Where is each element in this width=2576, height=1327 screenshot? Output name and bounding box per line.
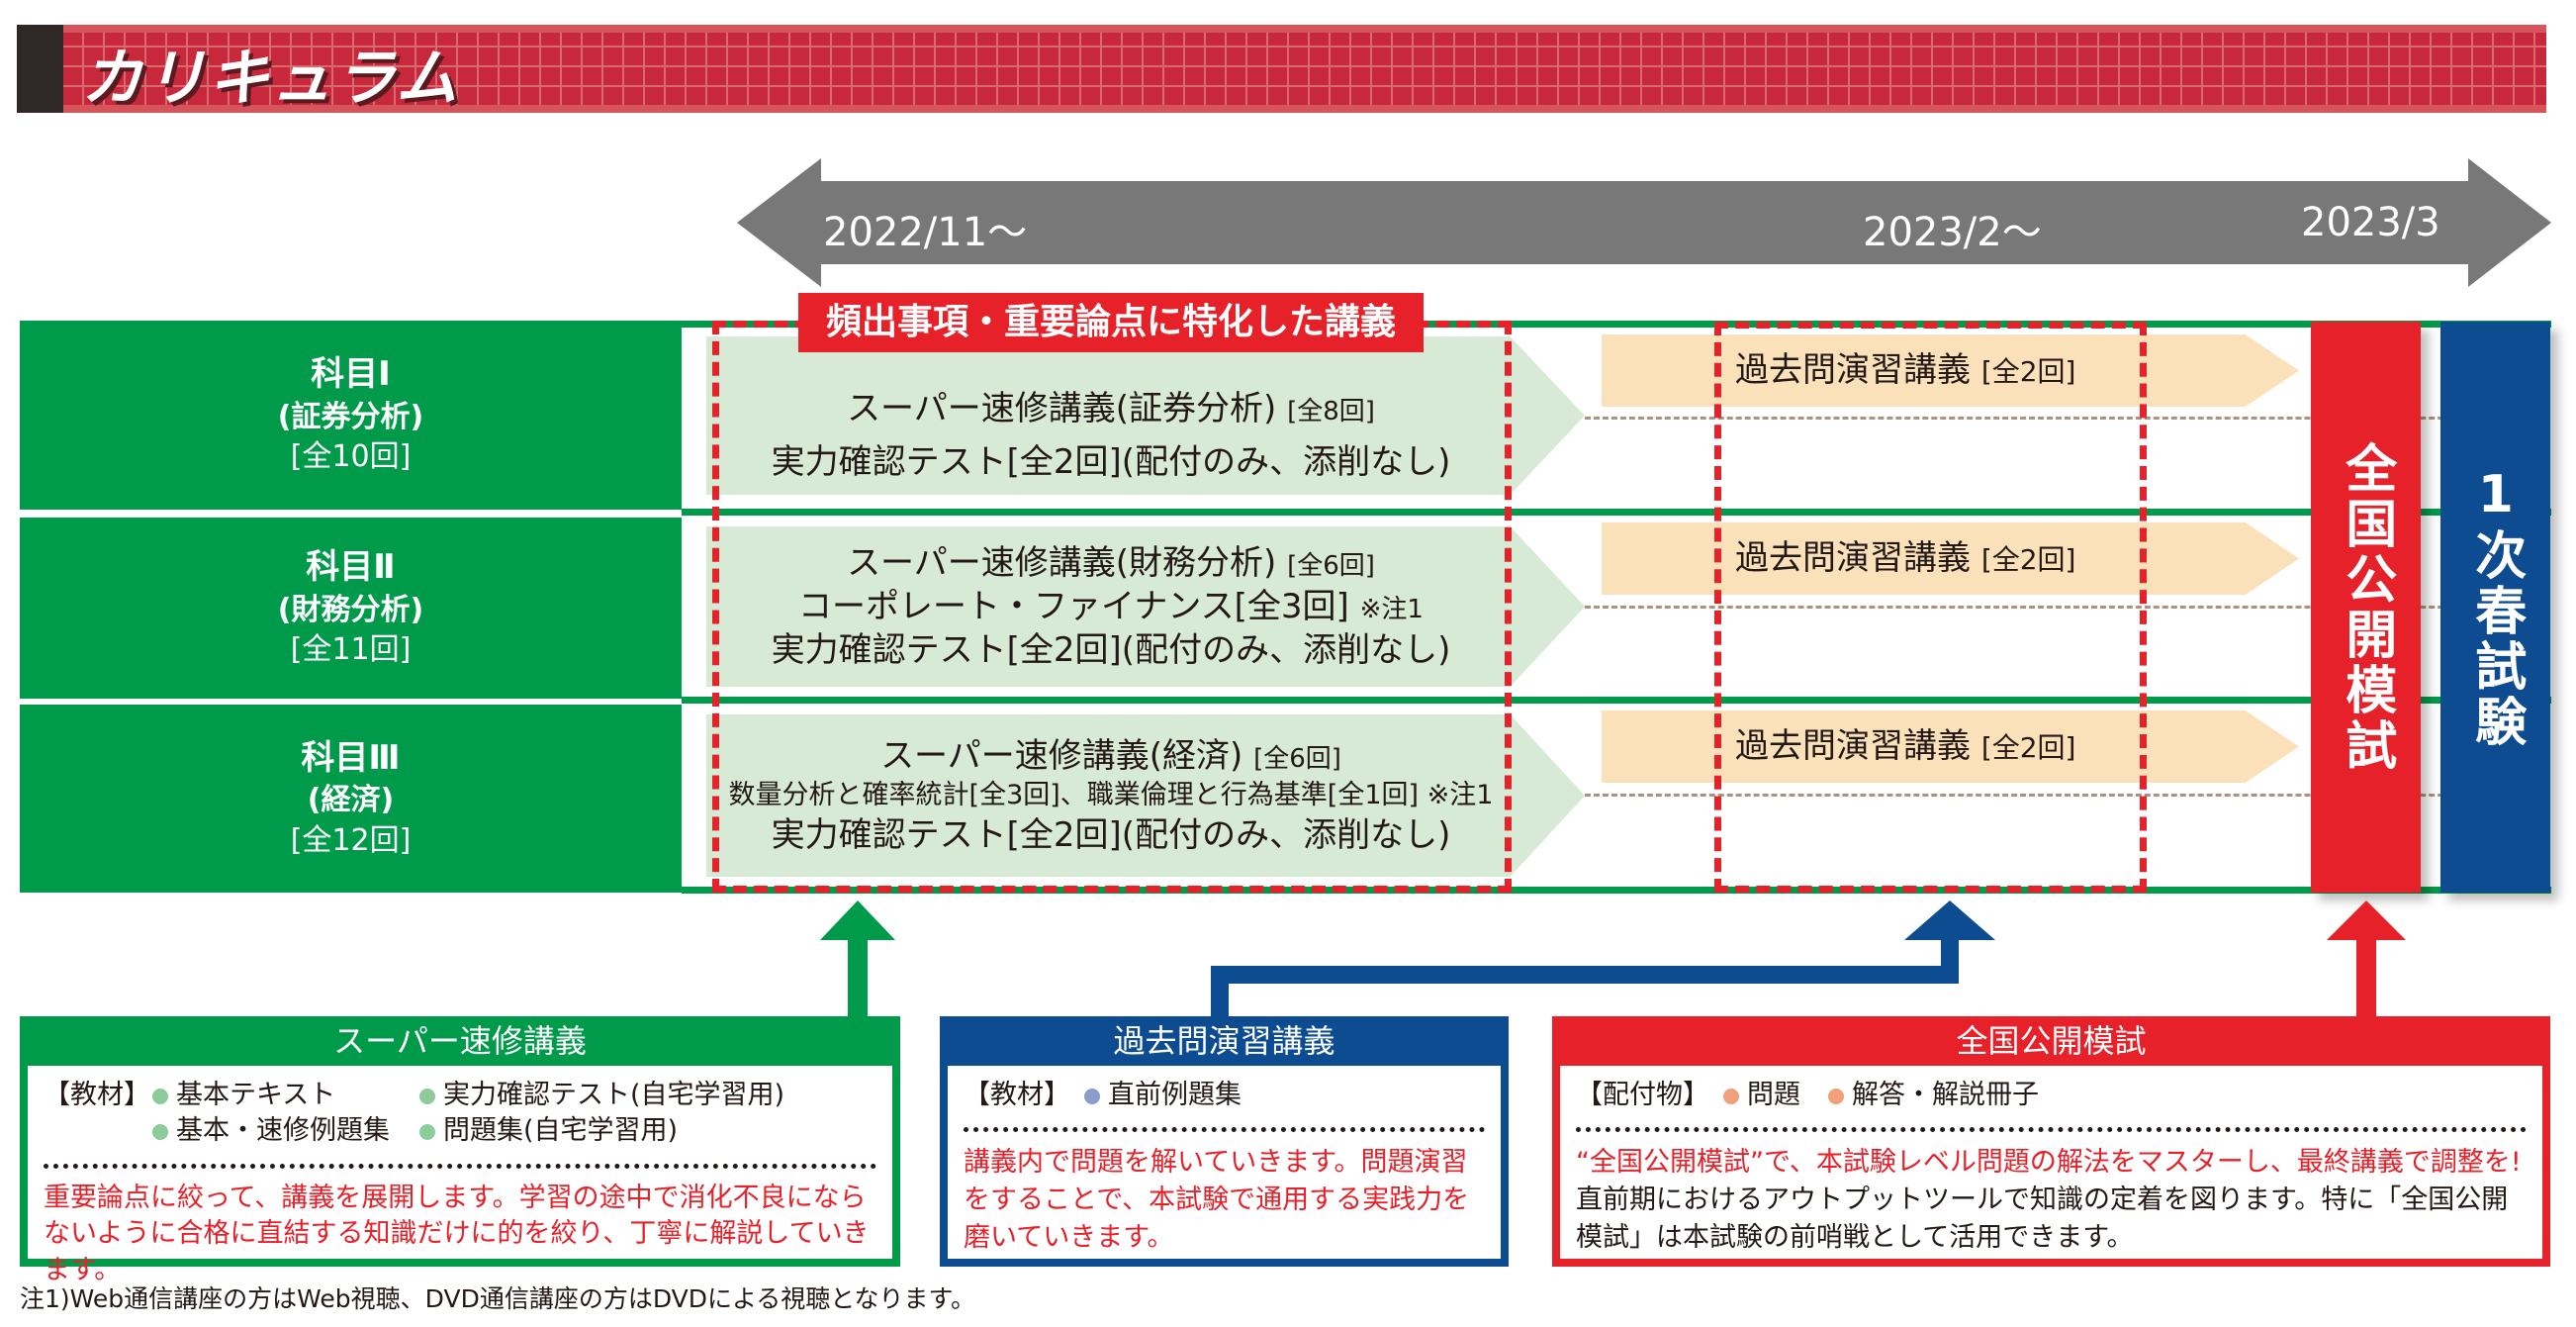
lecture-line: スーパー速修講義(証券分析) [全8回] (847, 388, 1375, 428)
material-item: 直前例題集 (1108, 1080, 1242, 1110)
subject-name: (証券分析) (277, 399, 424, 434)
timeline-arrow (737, 158, 2551, 287)
subject-count: [全12回] (290, 822, 412, 858)
mock-exam-box: 全国公開模試 【配付物】 問題 解答・解説冊子 “全国公開模試”で、本試験レベル問題… (1552, 1016, 2550, 1267)
timeline-date-feb: 2023/2～ (1863, 210, 2042, 255)
lecture-block-1: スーパー速修講義(証券分析) [全8回] 実力確認テスト[全2回](配付のみ、添… (706, 336, 1585, 495)
subject-title: 科目Ⅲ (301, 737, 401, 778)
lecture-line: 数量分析と確率統計[全3回]、職業倫理と行為基準[全1回] ※注1 (728, 780, 1494, 811)
subject-3-label: 科目Ⅲ (経済) [全12回] (20, 705, 682, 893)
header-accent (17, 25, 63, 113)
bullet-icon (152, 1088, 168, 1104)
box-title: 全国公開模試 (1956, 1022, 2147, 1060)
row-divider (682, 697, 2551, 704)
timeline-date-mar: 2023/3 (2301, 200, 2440, 245)
box-description: 講義内で問題を解いていきます。問題演習をすることで、本試験で通用する実践力を磨い… (964, 1147, 1470, 1254)
super-course-box: スーパー速修講義 【教材】 基本テキスト 実力確認テスト(自宅学習用) 基本・速… (20, 1016, 900, 1285)
exam-bar: 1次春試験 (2440, 322, 2550, 893)
dashed-divider (1585, 794, 2550, 797)
lecture-block-2: スーパー速修講義(財務分析) [全6回] コーポレート・ファイナンス[全3回] … (706, 526, 1585, 687)
lecture-line: 実力確認テスト[全2回](配付のみ、添削なし) (771, 814, 1451, 855)
subject-2-label: 科目Ⅱ (財務分析) [全11回] (20, 518, 682, 699)
bullet-icon (1828, 1088, 1844, 1104)
materials-label: 【教材】 (964, 1080, 1070, 1110)
material-item: 基本テキスト (152, 1078, 419, 1113)
dashed-divider (1585, 606, 2550, 609)
lecture-block-3: スーパー速修講義(経済) [全6回] 数量分析と確率統計[全3回]、職業倫理と行… (706, 714, 1585, 877)
subject-name: (経済) (307, 783, 395, 818)
bullet-icon (1723, 1088, 1739, 1104)
timeline-date-start: 2022/11～ (823, 210, 1028, 255)
subject-name: (財務分析) (277, 592, 424, 627)
box-title: 過去問演習講義 (1113, 1022, 1335, 1060)
green-up-arrow (820, 900, 895, 1017)
subject-title: 科目Ⅱ (306, 547, 396, 588)
highlight-label: 頻出事項・重要論点に特化した講義 (798, 293, 1424, 352)
lecture-line: スーパー速修講義(財務分析) [全6回] (847, 542, 1375, 583)
lecture-line: スーパー速修講義(経済) [全6回] (880, 736, 1341, 777)
box-description: 重要論点に絞って、講義を展開します。学習の途中で消化不良にならないように合格に直… (44, 1182, 870, 1285)
footnote: 注1)Web通信講座の方はWeb視聴、DVD通信講座の方はDVDによる視聴となり… (20, 1284, 975, 1313)
row-divider (682, 321, 2551, 328)
red-up-arrow (2327, 900, 2406, 1017)
highlight-frame-past (1714, 322, 2147, 893)
box-title: スーパー速修講義 (333, 1022, 587, 1060)
page-title: カリキュラム (81, 42, 460, 114)
box-highlight: “全国公開模試”で、本試験レベル問題の解法をマスターし、最終講義で調整を! (1576, 1147, 2522, 1179)
subject-count: [全11回] (290, 632, 412, 668)
mock-exam-bar: 全国公開模試 (2311, 322, 2421, 893)
past-exam-box: 過去問演習講義 【教材】 直前例題集 講義内で問題を解いていきます。問題演習をする… (940, 1016, 1509, 1267)
header-band (63, 25, 2546, 113)
lecture-line: 実力確認テスト[全2回](配付のみ、添削なし) (771, 442, 1451, 482)
blue-up-arrow (1211, 900, 1995, 1017)
row-divider (682, 509, 2551, 516)
subject-1-label: 科目Ⅰ (証券分析) [全10回] (20, 321, 682, 510)
bullet-icon (419, 1088, 435, 1104)
materials-label: 【配付物】 (1576, 1080, 1709, 1110)
dashed-divider (1585, 417, 2550, 420)
bullet-icon (419, 1123, 435, 1140)
material-item: 問題集(自宅学習用) (419, 1113, 876, 1149)
materials-label: 【教材】 (44, 1080, 150, 1110)
dotted-divider (964, 1127, 1485, 1133)
material-item: 解答・解説冊子 (1852, 1080, 2039, 1110)
material-item: 基本・速修例題集 (152, 1113, 419, 1149)
subject-count: [全10回] (290, 439, 412, 475)
material-item: 問題 (1747, 1080, 1800, 1110)
bullet-icon (152, 1123, 168, 1140)
box-description: 直前期におけるアウトプットツールで知識の定着を図ります。特に「全国公開模試」は本… (1576, 1185, 2509, 1254)
bullet-icon (1084, 1088, 1100, 1104)
lecture-line: 実力確認テスト[全2回](配付のみ、添削なし) (771, 630, 1451, 671)
lecture-line: コーポレート・ファイナンス[全3回] ※注1 (798, 586, 1424, 626)
row-divider (682, 887, 2551, 894)
material-item: 実力確認テスト(自宅学習用) (419, 1078, 876, 1113)
dotted-divider (44, 1163, 876, 1169)
subject-title: 科目Ⅰ (311, 354, 391, 395)
dotted-divider (1576, 1127, 2527, 1133)
